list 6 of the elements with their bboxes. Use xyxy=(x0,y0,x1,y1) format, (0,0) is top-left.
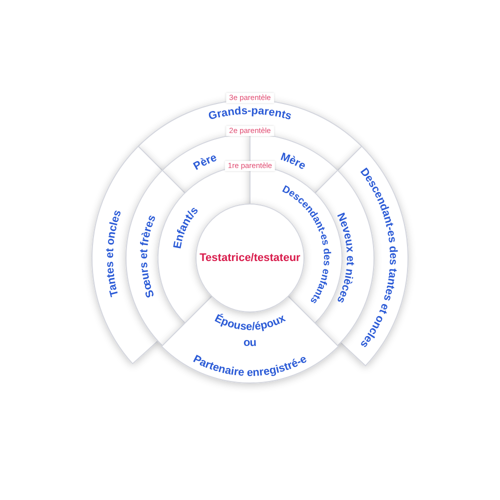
segment-label: Père xyxy=(192,152,218,173)
segment-label: ou xyxy=(243,336,257,350)
segment-label: Épouse/époux xyxy=(212,312,288,334)
center-label: Testatrice/testateur xyxy=(200,252,300,264)
segment-label: Mère xyxy=(279,150,308,172)
segment-label: Grands-parents xyxy=(207,104,293,123)
